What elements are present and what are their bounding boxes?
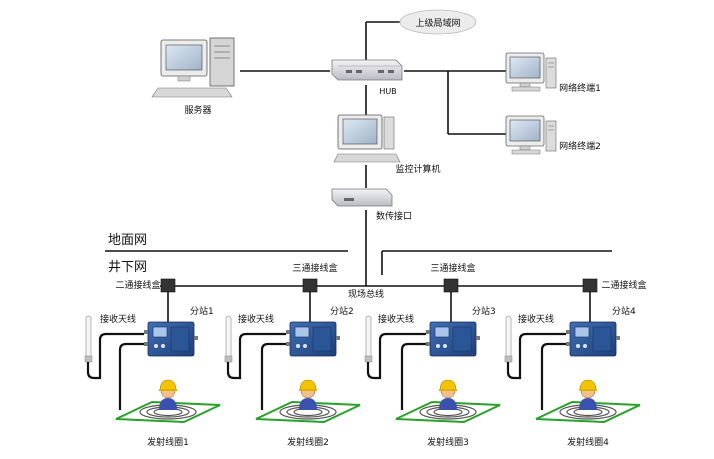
antenna-1-label: 接收天线: [100, 313, 136, 325]
substation-2-label: 分站2: [330, 305, 354, 317]
junction-box-3: 三通接线盒: [430, 262, 476, 293]
cables-4: [506, 332, 566, 410]
hub-device: HUB: [331, 59, 403, 96]
cables-3: [366, 332, 426, 410]
terminal-1-label: 网络终端1: [559, 82, 601, 94]
data-interface-label: 数传接口: [376, 210, 412, 222]
server-label: 服务器: [184, 104, 211, 116]
junction-box-left: 二通接线盒: [115, 278, 176, 293]
surface-net-label: 地面网: [108, 233, 147, 248]
field-bus-label: 现场总线: [348, 288, 384, 300]
junction-box-right: 二通接线盒: [582, 278, 647, 293]
coil-1-label: 发射线圈1: [147, 436, 189, 448]
coil-1: 发射线圈1: [115, 379, 221, 448]
drop-lines: [167, 292, 591, 322]
superior-lan-node: 上级局域网: [399, 9, 477, 35]
coil-2: 发射线圈2: [255, 379, 361, 448]
coil-3-label: 发射线圈3: [427, 436, 469, 448]
substation-3-label: 分站3: [472, 305, 496, 317]
antenna-2-label: 接收天线: [238, 313, 274, 325]
cables-1: [86, 332, 144, 410]
antenna-3: 接收天线: [364, 313, 414, 363]
superior-lan-label: 上级局域网: [415, 17, 460, 29]
substation-4: 分站4: [565, 305, 636, 357]
three-way-box-2-label: 三通接线盒: [430, 262, 475, 274]
underground-net-label: 井下网: [108, 260, 147, 275]
network-boundary: [105, 250, 612, 275]
data-interface-device: 数传接口: [331, 188, 412, 222]
server-computer: 服务器: [151, 37, 235, 116]
antenna-2: 接收天线: [224, 313, 274, 363]
network-terminal-2: 网络终端2: [505, 115, 601, 155]
tee-box-left-label: 二通接线盒: [115, 279, 160, 291]
antenna-4-label: 接收天线: [518, 313, 554, 325]
network-terminal-1: 网络终端1: [505, 52, 601, 94]
tee-box-right-label: 二通接线盒: [601, 279, 646, 291]
three-way-box-1-label: 三通接线盒: [292, 262, 337, 274]
junction-box-2: 三通接线盒: [292, 262, 338, 293]
substation-1: 分站1: [143, 305, 214, 357]
antenna-1: 接收天线: [84, 313, 136, 363]
coil-3: 发射线圈3: [395, 379, 501, 448]
top-network-lines: [240, 21, 508, 260]
substation-3: 分站3: [425, 305, 496, 357]
substation-4-label: 分站4: [612, 305, 636, 317]
field-bus: [160, 260, 590, 287]
coil-2-label: 发射线圈2: [287, 436, 329, 448]
monitor-pc-label: 监控计算机: [395, 163, 440, 175]
substation-2: 分站2: [285, 305, 354, 357]
monitor-computer: 监控计算机: [333, 114, 441, 175]
terminal-2-label: 网络终端2: [559, 140, 601, 152]
substation-1-label: 分站1: [190, 305, 214, 317]
coil-4: 发射线圈4: [535, 379, 641, 448]
cables-2: [226, 332, 286, 410]
coil-4-label: 发射线圈4: [567, 436, 609, 448]
antenna-4: 接收天线: [504, 313, 554, 363]
hub-label: HUB: [379, 87, 396, 96]
antenna-3-label: 接收天线: [378, 313, 414, 325]
